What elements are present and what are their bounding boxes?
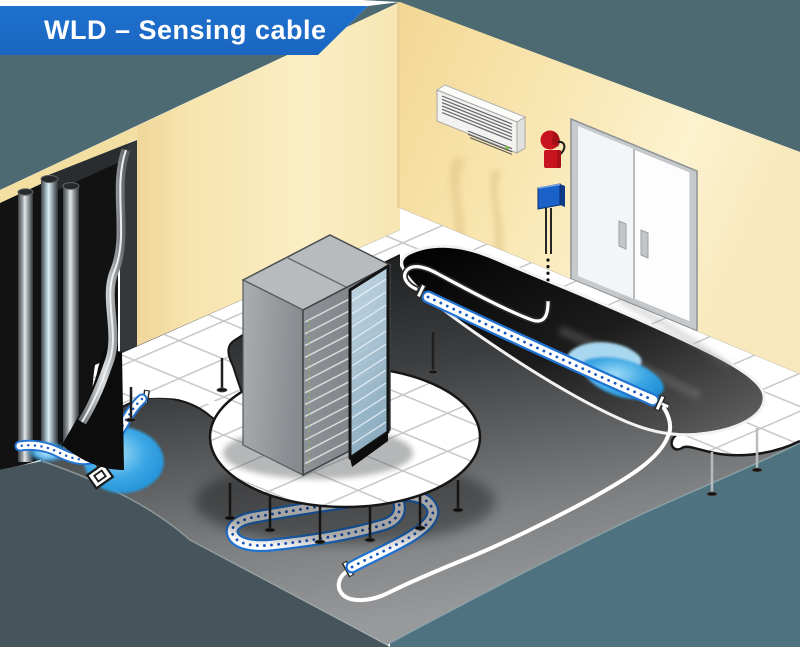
left-wall-top-strip bbox=[0, 126, 137, 203]
double-door bbox=[570, 117, 698, 333]
fire-extinguisher bbox=[540, 130, 566, 168]
glass-door-bottom-edge bbox=[350, 432, 388, 467]
rack-top-seam bbox=[285, 256, 349, 289]
wld-controller-box bbox=[537, 183, 565, 210]
cable-connector-upper-start bbox=[415, 283, 427, 299]
wall-cut-lintel bbox=[46, 140, 137, 190]
banner-title: WLD – Sensing cable bbox=[44, 15, 327, 45]
slab-face-left bbox=[0, 460, 390, 647]
door-left-panel bbox=[578, 126, 634, 299]
ac-grille bbox=[441, 95, 513, 142]
wall-cut-highlight bbox=[81, 149, 127, 423]
glass-reflection-lines bbox=[351, 278, 387, 445]
rack-glass-door bbox=[348, 264, 390, 467]
ac-led bbox=[505, 145, 509, 150]
ac-vent-slots bbox=[467, 130, 513, 155]
door-handle-left bbox=[618, 220, 627, 250]
rack-side bbox=[242, 279, 304, 476]
slab-face-right bbox=[389, 442, 800, 647]
extinguisher-handle bbox=[557, 140, 566, 157]
cable-connector-upper-end bbox=[654, 394, 670, 412]
door-handle-right bbox=[640, 229, 649, 259]
left-wall bbox=[0, 2, 400, 346]
air-conditioner bbox=[435, 84, 527, 155]
leader-cable-long bbox=[336, 406, 673, 602]
riser-pipes bbox=[17, 174, 80, 468]
title-banner: WLD – Sensing cable bbox=[0, 6, 368, 55]
controller-cable bbox=[545, 208, 552, 304]
wall-corner-edge bbox=[397, 2, 400, 209]
